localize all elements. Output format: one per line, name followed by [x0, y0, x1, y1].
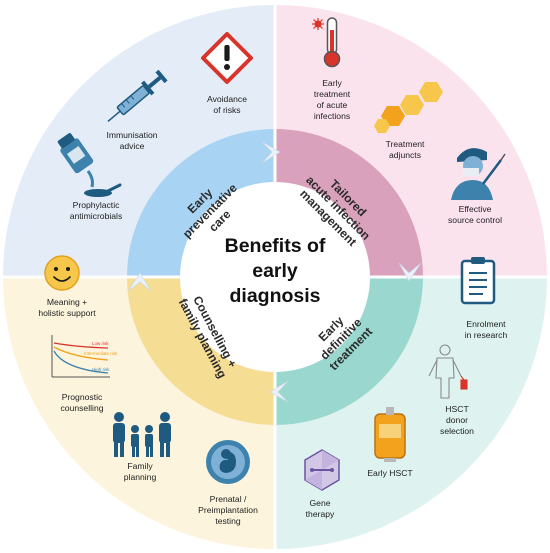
- risk-graph-icon: Low risk Intermediate risk High risk: [51, 335, 118, 378]
- meaning-line-1: Meaning +: [47, 297, 87, 307]
- center-circle: [180, 182, 370, 372]
- clipboard-icon: [460, 257, 496, 305]
- label-gene-therapy: Gene therapy: [306, 498, 335, 519]
- label-early-treatment: Early treatment of acute infections: [314, 78, 351, 121]
- avoidance-line-1: Avoidance: [207, 94, 247, 104]
- label-enrolment: Enrolment in research: [465, 319, 508, 340]
- meaning-line-2: holistic support: [38, 308, 96, 318]
- family-line-2: planning: [124, 472, 157, 482]
- center-title-line-2: early: [252, 260, 298, 282]
- syringe-icon: [107, 69, 168, 123]
- label-source-control: Effective source control: [448, 204, 502, 225]
- center-title-line-3: diagnosis: [229, 285, 320, 307]
- blood-bag-icon: [374, 407, 406, 462]
- early-treatment-line-4: infections: [314, 111, 350, 121]
- virus-capsid-icon: [304, 449, 340, 491]
- early-treatment-line-2: treatment: [314, 89, 351, 99]
- prognostic-line-1: Prognostic: [62, 392, 103, 402]
- label-family: Family planning: [124, 461, 157, 482]
- center-title-line-1: Benefits of: [225, 235, 326, 257]
- immunisation-line-1: Immunisation: [106, 130, 157, 140]
- early-treatment-line-3: of acute: [317, 100, 348, 110]
- human-body-icon: [428, 344, 468, 399]
- graph-low-risk-label: Low risk: [92, 341, 109, 346]
- label-adjuncts: Treatment adjuncts: [386, 139, 425, 160]
- hazard-warning-icon: [201, 32, 253, 84]
- prophylactic-line-2: antimicrobials: [70, 211, 123, 221]
- adjuncts-line-2: adjuncts: [389, 150, 421, 160]
- hsct-donor-line-3: selection: [440, 426, 474, 436]
- center-hub: Benefits of early diagnosis: [180, 182, 370, 372]
- label-prophylactic: Prophylactic antimicrobials: [70, 200, 123, 221]
- chevron-down-icon: [398, 262, 422, 282]
- prognostic-line-2: counselling: [61, 403, 104, 413]
- immunisation-line-2: advice: [120, 141, 145, 151]
- prophylactic-line-1: Prophylactic: [73, 200, 121, 210]
- label-avoidance: Avoidance of risks: [207, 94, 247, 115]
- adjuncts-line-1: Treatment: [386, 139, 425, 149]
- prenatal-line-2: Preimplantation: [198, 505, 258, 515]
- label-prognostic: Prognostic counselling: [61, 392, 104, 413]
- label-prenatal: Prenatal / Preimplantation testing: [198, 494, 258, 526]
- prenatal-line-1: Prenatal /: [210, 494, 247, 504]
- chevron-left-icon: [269, 380, 289, 403]
- medicine-bottle-icon: [57, 133, 122, 197]
- label-early-hsct: Early HSCT: [367, 468, 413, 478]
- early-treatment-line-1: Early: [322, 78, 342, 88]
- graph-high-risk-label: High risk: [92, 367, 110, 372]
- thermometer-icon: [312, 17, 341, 68]
- label-hsct-donor: HSCT donor selection: [440, 404, 474, 436]
- source-control-line-1: Effective: [459, 204, 492, 214]
- chevron-right-icon: [261, 141, 281, 164]
- chevron-up-icon: [127, 272, 152, 292]
- hsct-donor-line-1: HSCT: [445, 404, 469, 414]
- prenatal-line-3: testing: [215, 516, 241, 526]
- hsct-donor-line-2: donor: [446, 415, 468, 425]
- source-control-line-2: source control: [448, 215, 502, 225]
- hexagons-icon: [374, 82, 443, 133]
- graph-intermediate-risk-label: Intermediate risk: [84, 351, 118, 356]
- surgeon-icon: [451, 148, 506, 200]
- avoidance-line-2: of risks: [213, 105, 240, 115]
- smiley-face-icon: [44, 255, 80, 291]
- embryo-icon: [206, 440, 250, 484]
- family-line-1: Family: [127, 461, 153, 471]
- enrolment-line-1: Enrolment: [466, 319, 506, 329]
- label-meaning: Meaning + holistic support: [38, 297, 96, 318]
- family-icon: [113, 412, 171, 457]
- early-hsct-line-1: Early HSCT: [367, 468, 413, 478]
- enrolment-line-2: in research: [465, 330, 508, 340]
- label-immunisation: Immunisation advice: [106, 130, 157, 151]
- gene-therapy-line-2: therapy: [306, 509, 335, 519]
- gene-therapy-line-1: Gene: [309, 498, 330, 508]
